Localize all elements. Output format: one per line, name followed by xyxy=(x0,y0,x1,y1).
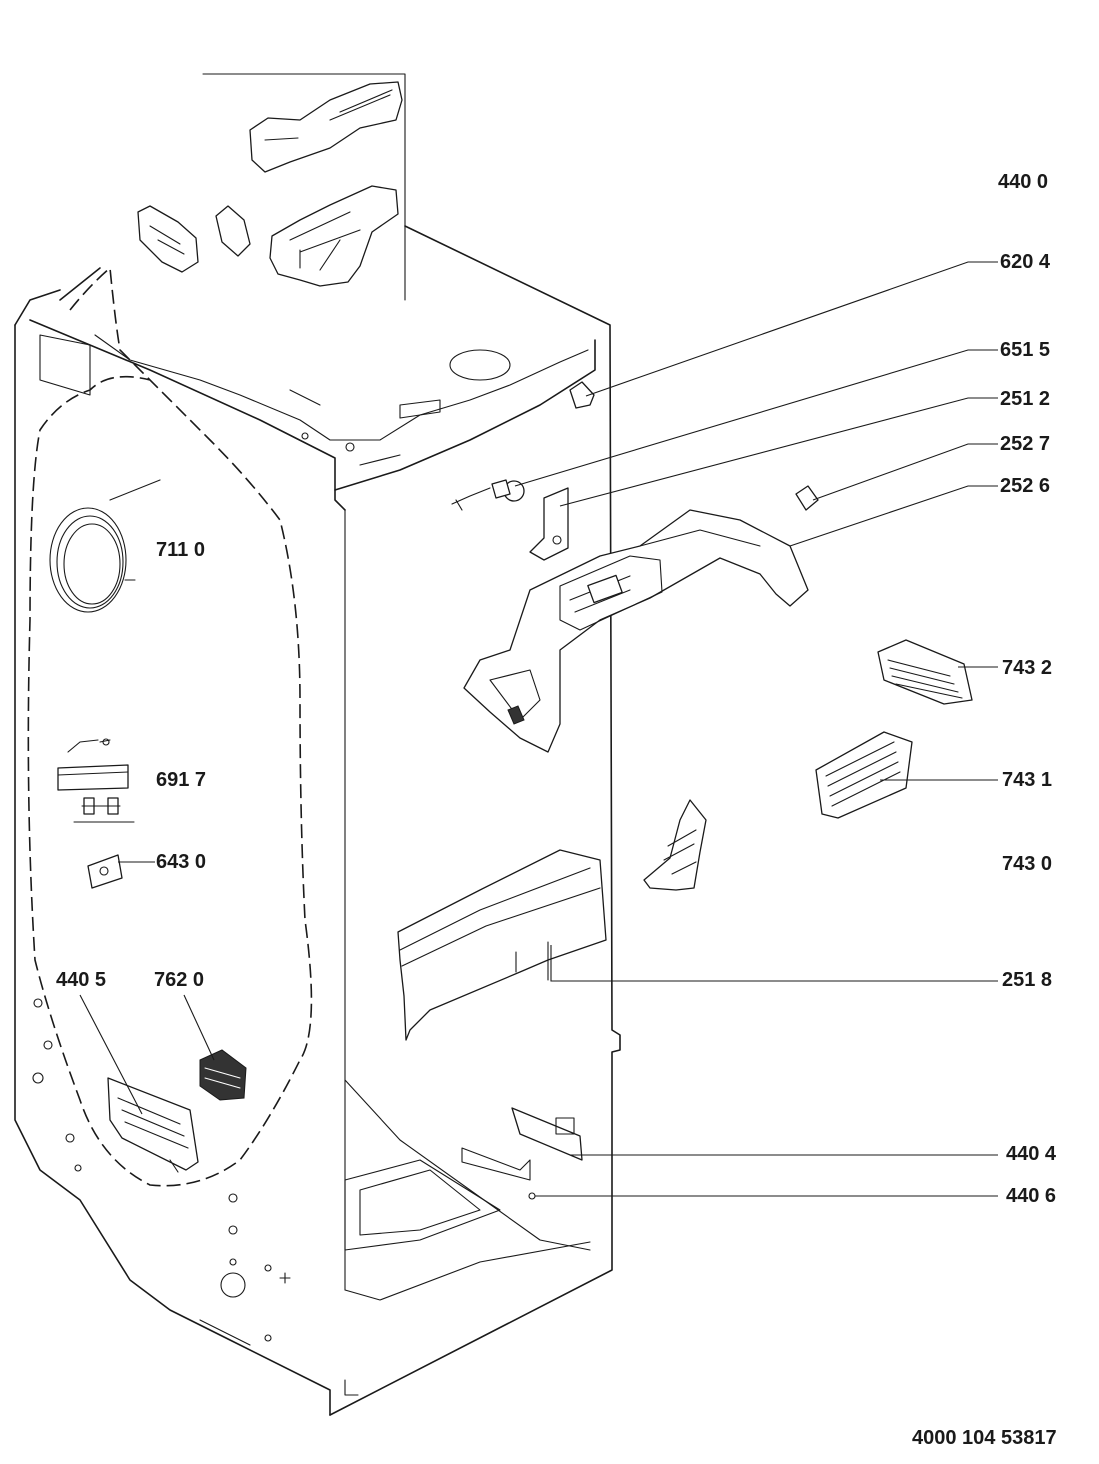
leader-lines xyxy=(79,261,998,1197)
callout-691-7: 691 7 xyxy=(156,769,207,791)
callout-251-8: 251 8 xyxy=(1002,969,1053,991)
part-440-4-bracket xyxy=(511,1107,583,1161)
part-643-0-clip xyxy=(87,854,123,889)
inner-liner-outline xyxy=(27,266,313,1187)
callout-743-1: 743 1 xyxy=(1002,769,1053,791)
callout-252-6: 252 6 xyxy=(1000,475,1051,497)
callout-252-7: 252 7 xyxy=(1000,433,1051,455)
callout-643-0: 643 0 xyxy=(156,851,207,873)
callout-651-5: 651 5 xyxy=(1000,339,1051,361)
part-691-7-strips xyxy=(57,738,135,823)
part-743-1-vent-cover xyxy=(815,731,913,819)
part-440-5-panel xyxy=(107,1077,199,1173)
document-number: 4000 104 53817 xyxy=(912,1427,1057,1449)
callout-743-0: 743 0 xyxy=(1002,853,1053,875)
inset-small-clip-left xyxy=(137,205,199,273)
part-440-6-clip xyxy=(528,1192,536,1200)
inset-lower-bracket xyxy=(269,185,399,287)
part-651-5-switch xyxy=(451,479,525,511)
callout-743-2: 743 2 xyxy=(1002,657,1053,679)
part-743-0-duct xyxy=(643,799,707,891)
callout-762-0: 762 0 xyxy=(154,969,205,991)
part-251-2-bracket xyxy=(529,487,569,561)
inset-frame xyxy=(202,73,406,301)
part-762-0-filter xyxy=(199,1049,247,1101)
part-251-8-rail xyxy=(397,849,607,1041)
part-252-7-clip xyxy=(795,485,819,511)
part-743-2-grille xyxy=(877,639,973,705)
part-252-6-control-housing xyxy=(463,509,809,753)
callout-251-2: 251 2 xyxy=(1000,388,1051,410)
callout-620-4: 620 4 xyxy=(1000,251,1051,273)
cabinet-body xyxy=(14,225,621,1416)
callout-440-6: 440 6 xyxy=(1006,1185,1057,1207)
callout-440-4: 440 4 xyxy=(1006,1143,1057,1165)
part-620-4-clip xyxy=(569,381,595,409)
part-711-0-tubing-coil xyxy=(49,479,161,613)
callout-711-0: 711 0 xyxy=(156,539,205,561)
inset-small-clip-right xyxy=(215,205,251,257)
callout-440-0: 440 0 xyxy=(998,171,1049,193)
callout-440-5: 440 5 xyxy=(56,969,107,991)
inset-top-bracket xyxy=(249,81,403,173)
